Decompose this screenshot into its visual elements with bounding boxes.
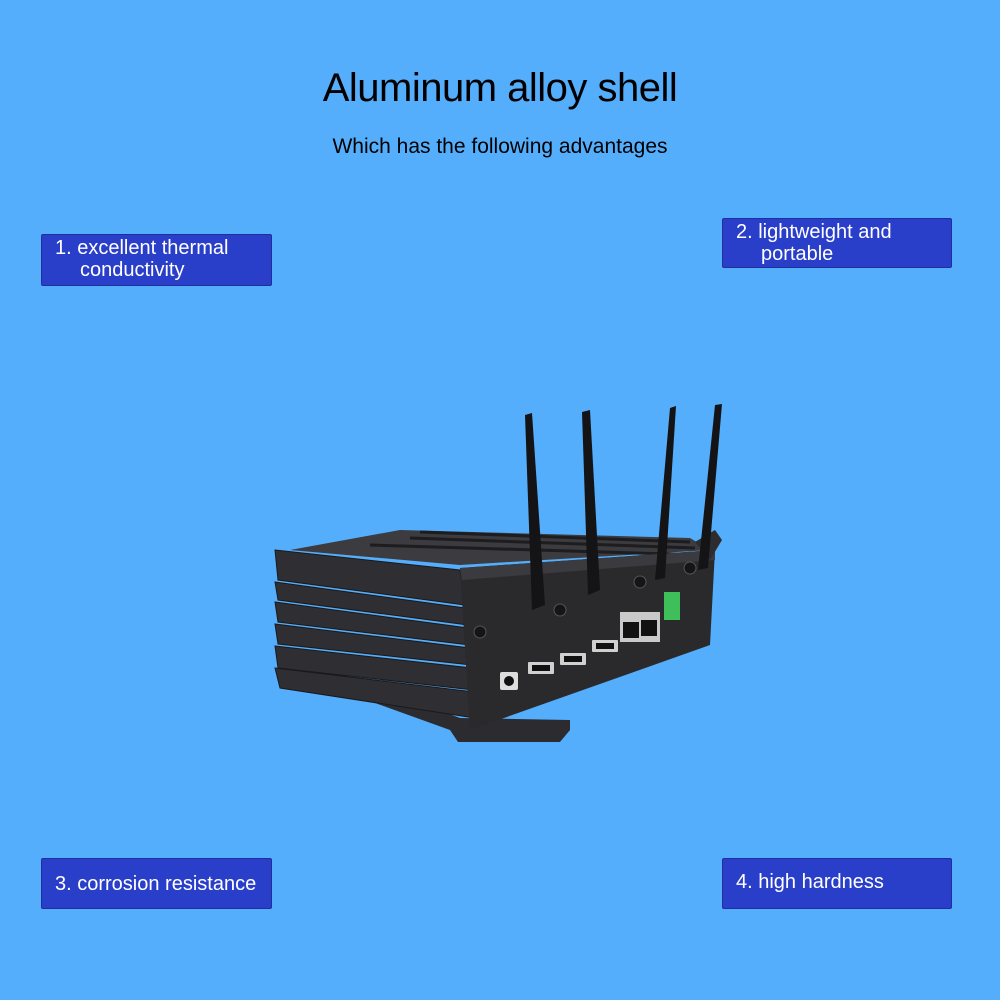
feature-line: 2. lightweight and: [736, 221, 892, 243]
feature-corrosion-resistance: 3. corrosion resistance: [41, 858, 272, 909]
feature-high-hardness: 4. high hardness: [722, 858, 952, 909]
feature-line: 4. high hardness: [736, 871, 884, 893]
feature-lightweight: 2. lightweight and portable: [722, 218, 952, 268]
industrial-router-image: [274, 404, 722, 742]
page-subtitle: Which has the following advantages: [332, 135, 668, 158]
feature-line: conductivity: [80, 259, 185, 281]
page-title: Aluminum alloy shell: [322, 66, 678, 110]
feature-line: 3. corrosion resistance: [55, 873, 257, 895]
feature-line: 1. excellent thermal: [55, 237, 229, 259]
feature-thermal-conductivity: 1. excellent thermal conductivity: [41, 234, 272, 286]
feature-line: portable: [761, 243, 834, 265]
